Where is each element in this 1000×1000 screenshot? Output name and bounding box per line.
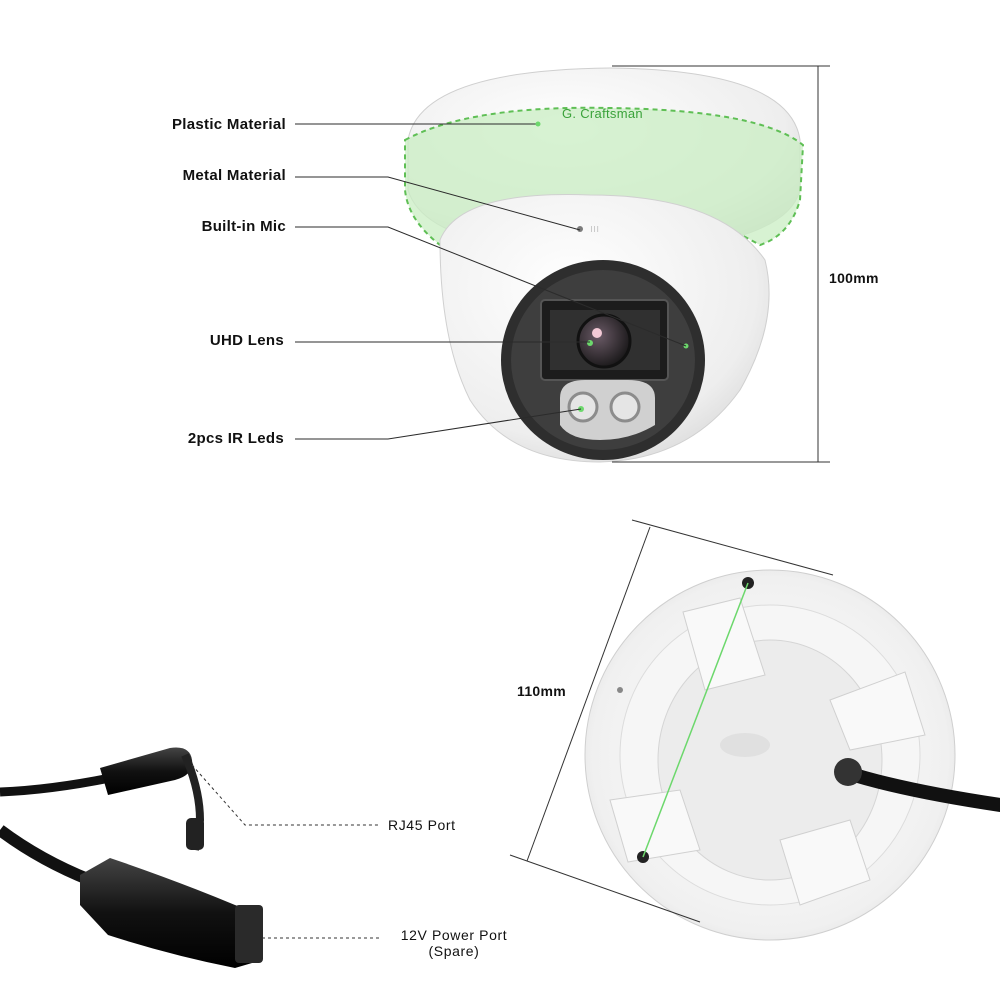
label-rj45-port: RJ45 Port bbox=[388, 817, 456, 833]
plastic-band-highlight bbox=[404, 106, 805, 247]
label-uhd-lens: UHD Lens bbox=[209, 332, 284, 349]
camera-dome: ııı bbox=[404, 67, 805, 463]
diameter-dimension-label: 110mm bbox=[517, 683, 566, 699]
top-leader-lines bbox=[295, 123, 687, 440]
svg-text:ııı: ııı bbox=[590, 223, 599, 235]
ir-leds bbox=[560, 380, 655, 440]
uhd-lens bbox=[576, 313, 632, 369]
label-plastic-material: Plastic Material bbox=[171, 116, 286, 133]
diameter-dimension-line bbox=[509, 519, 834, 923]
label-built-in-mic: Built-in Mic bbox=[201, 218, 286, 235]
label-power-port-line1: 12V Power Port bbox=[400, 927, 508, 943]
cable-leader-lines bbox=[191, 764, 380, 939]
power-connector bbox=[80, 858, 262, 968]
label-power-port-line2: (Spare) bbox=[428, 943, 480, 959]
label-power-port: 12V Power Port (Spare) bbox=[386, 927, 522, 959]
label-ir-leds: 2pcs IR Leds bbox=[187, 430, 284, 447]
height-dimension-label: 100mm bbox=[829, 270, 879, 286]
mic-hole bbox=[577, 226, 583, 232]
cable-assembly bbox=[0, 747, 263, 968]
rj45-connector bbox=[100, 747, 193, 795]
label-metal-material: Metal Material bbox=[182, 167, 286, 184]
height-dimension-line bbox=[612, 65, 830, 463]
camera-base bbox=[584, 569, 1000, 941]
brand-logo-text: G. Craftsman bbox=[562, 106, 643, 121]
